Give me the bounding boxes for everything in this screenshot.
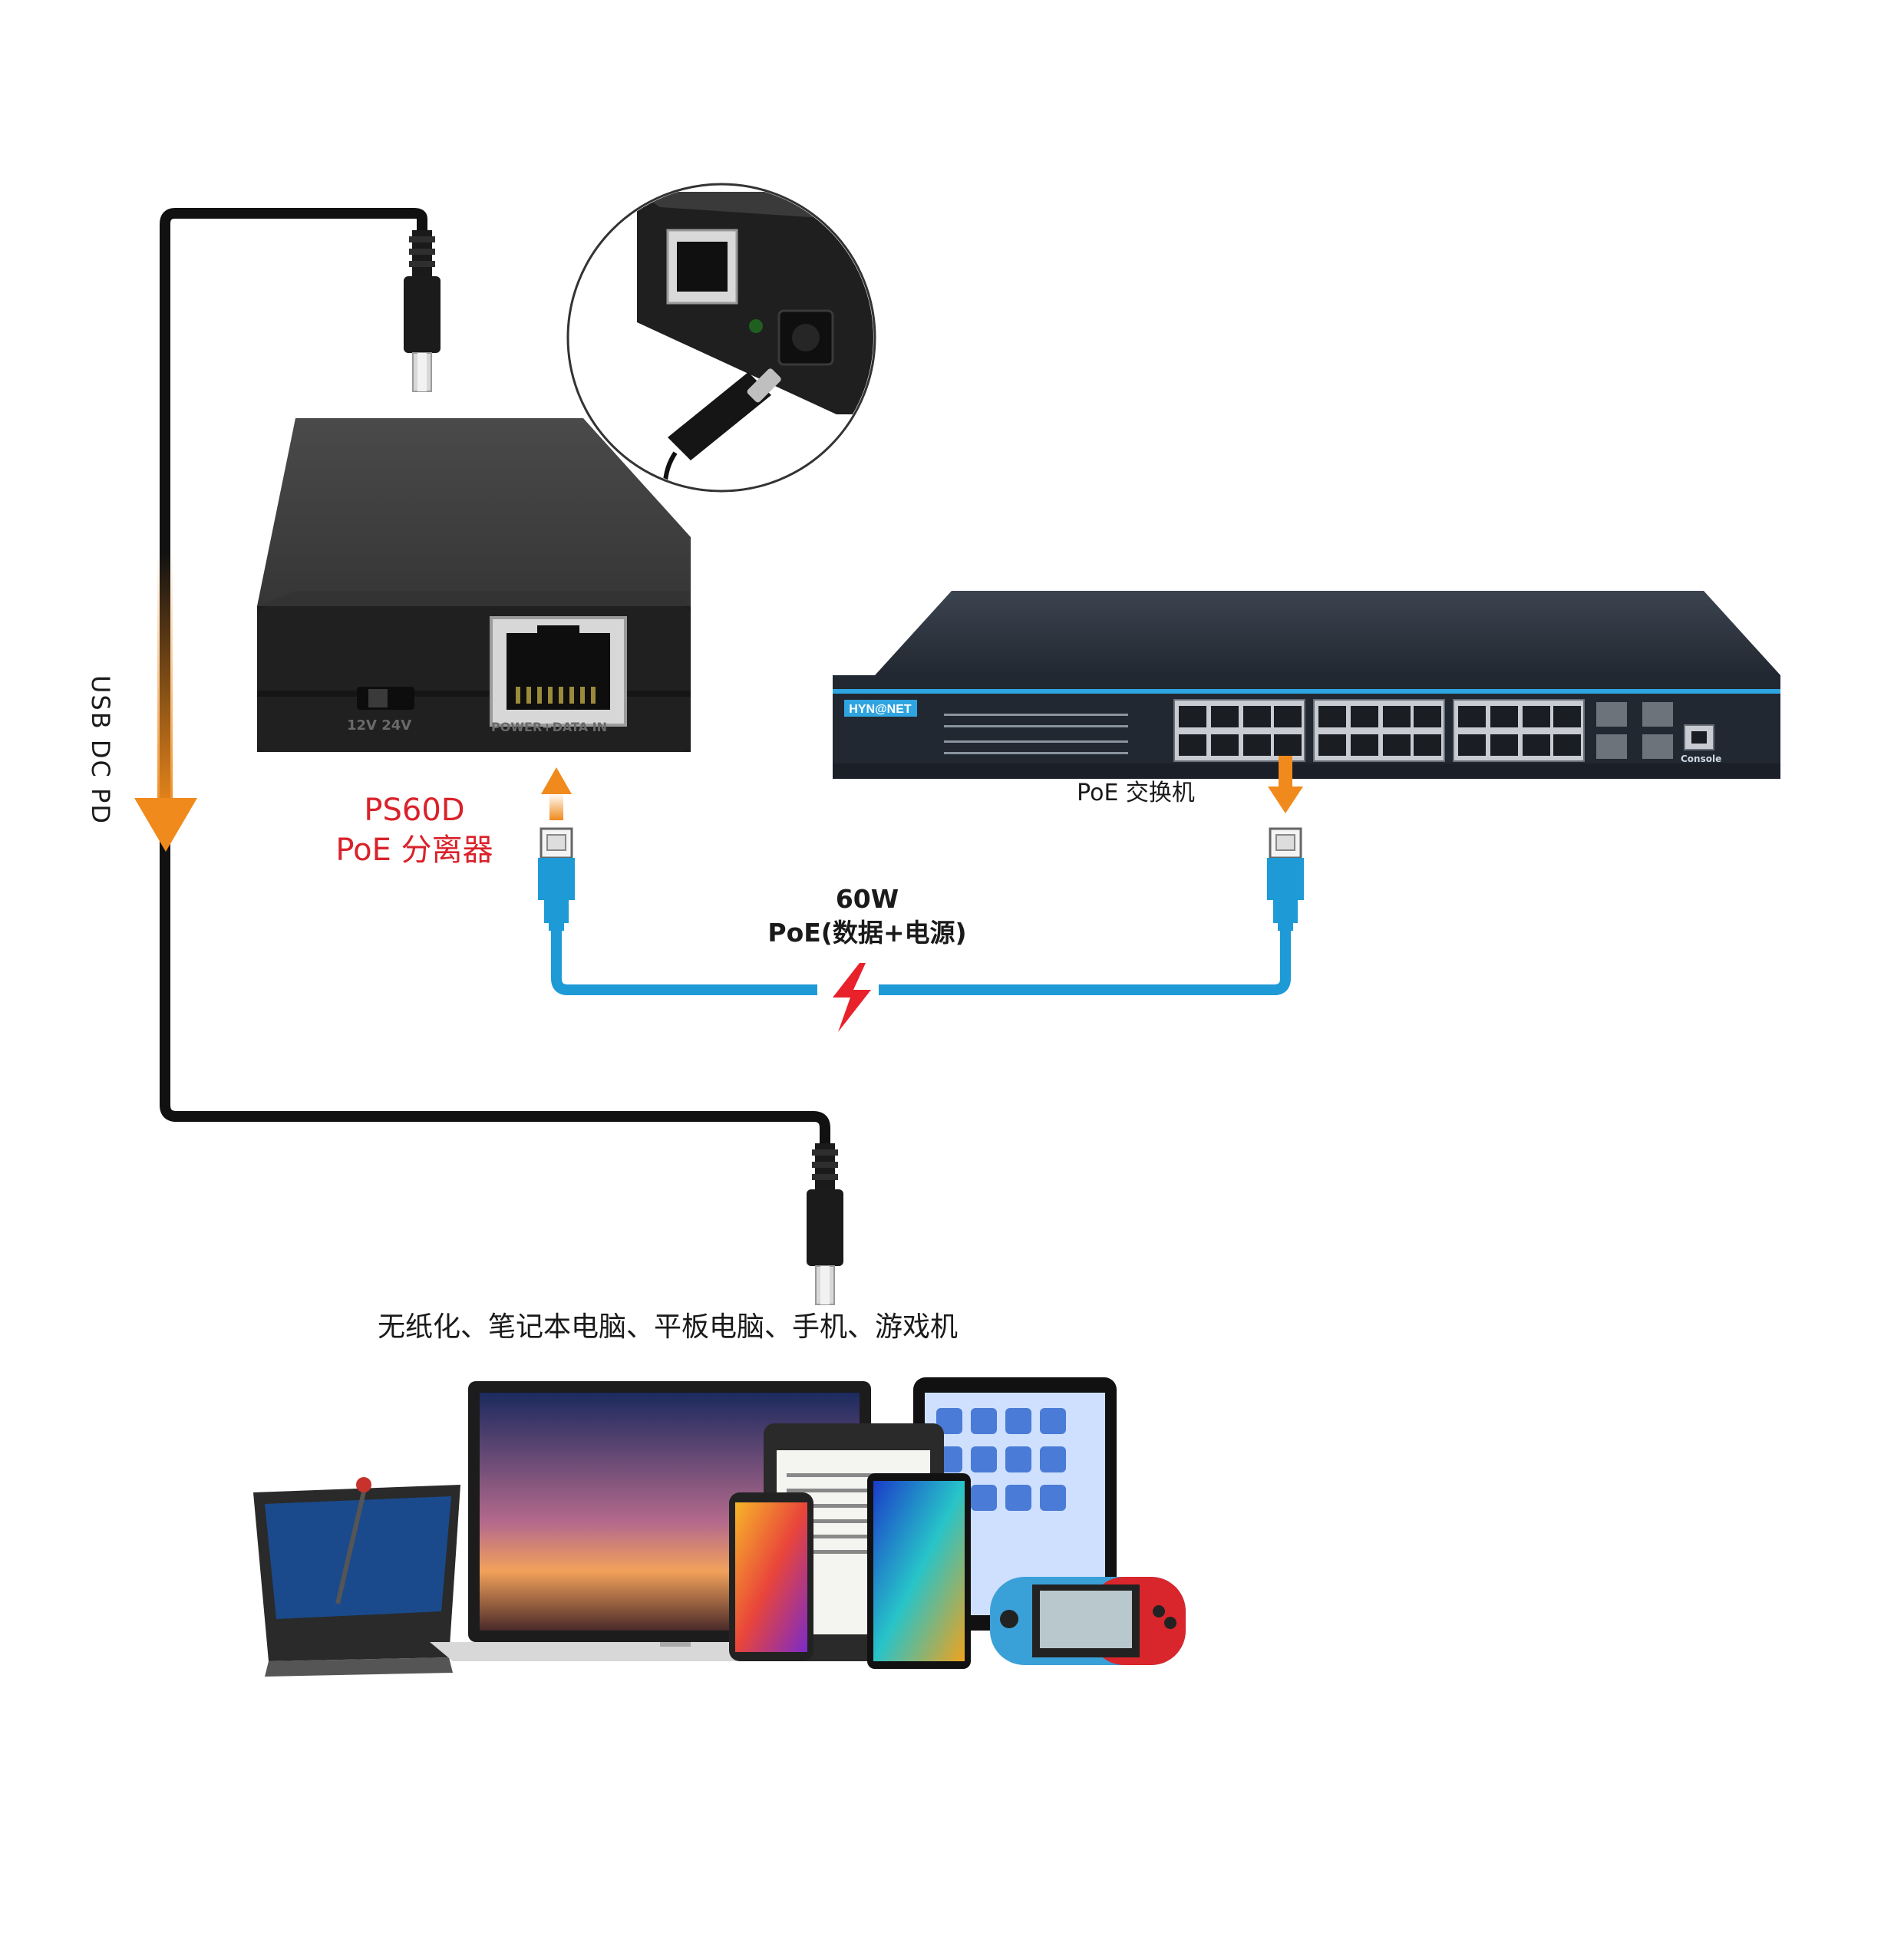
rj45-plug-icon [1267,827,1304,931]
phone-colorful [729,1492,813,1661]
usb-dc-cable [134,208,830,1143]
rj45-plug-icon [538,827,575,931]
dc-plug-icon [807,1143,843,1305]
device-group [253,1377,1186,1677]
power-flow-segment [157,552,173,817]
usb-cable-label: USB DC PD [86,675,115,825]
poe-ethernet-cable [551,917,1291,1032]
switch-label: PoE 交换机 [1077,780,1195,806]
devices-caption: 无纸化、笔记本电脑、平板电脑、手机、游戏机 [377,1311,958,1343]
splitter-port-label: POWER+DATA IN [491,720,608,734]
handheld-game-console [990,1577,1186,1665]
poe-description: PoE(数据+电源) [767,918,967,948]
splitter-name: PoE 分离器 [335,833,493,868]
switch-brand-text: HYN@NET [849,703,912,716]
switch-brand-badge [844,700,917,717]
arrow-up-icon [541,767,572,820]
lightning-icon [833,963,871,1032]
splitter-label: PS60D PoE 分离器 [276,790,553,870]
poe-link-label: 60W PoE(数据+电源) [706,882,1028,950]
poe-splitter-device [257,418,691,752]
paperless-terminal [253,1477,460,1677]
poe-switch-device: HYN@NET [833,591,1780,779]
dc-plug-icon [404,230,441,392]
arrow-down-icon [1268,756,1303,813]
console-port-label: Console [1681,754,1722,764]
arrow-down-icon [134,798,197,852]
splitter-model: PS60D [364,793,465,828]
voltage-switch-label: 12V 24V [347,717,412,734]
poe-power: 60W [835,884,899,914]
phone-android [867,1473,971,1669]
